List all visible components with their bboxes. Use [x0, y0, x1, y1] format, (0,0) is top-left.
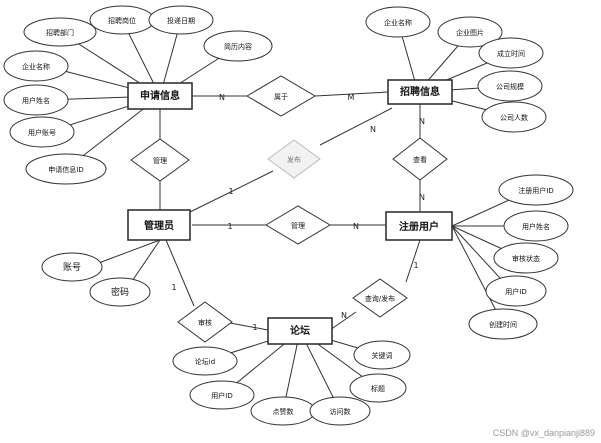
- attribute-label: 简历内容: [224, 42, 252, 51]
- entity-label-admin: 管理员: [144, 219, 174, 232]
- attribute-ellipse: 用户ID: [189, 380, 255, 410]
- relationship-label-post: 查询/发布: [365, 294, 395, 303]
- entity-label-application: 申请信息: [140, 89, 180, 102]
- attribute-ellipse: 用户姓名: [3, 84, 69, 116]
- attribute-label: 用户姓名: [522, 222, 550, 231]
- attribute-ellipse: 公司人数: [481, 101, 547, 133]
- relationship-manage-application: 管理: [130, 138, 190, 182]
- entity-user: 注册用户: [385, 211, 453, 241]
- attribute-ellipse: 招聘岗位: [89, 5, 155, 35]
- cardinality-manage-admin: 1: [227, 222, 232, 231]
- attribute-label: 招聘岗位: [108, 16, 136, 25]
- cardinality-belongs-right: M: [348, 93, 355, 102]
- attribute-ellipse: 审核状态: [493, 242, 559, 274]
- attribute-label: 审核状态: [512, 254, 540, 263]
- attribute-label: 访问数: [330, 407, 351, 416]
- attribute-ellipse: 申请信息ID: [25, 153, 107, 185]
- attribute-ellipse: 创建时间: [468, 308, 538, 340]
- attributes-recruitment: 企业名称 企业图片 成立时间 公司规模 公司人数: [365, 6, 547, 133]
- attribute-ellipse: 投递日期: [148, 5, 214, 35]
- attribute-label: 账号: [63, 262, 81, 273]
- attribute-label: 招聘部门: [46, 28, 74, 37]
- relationship-label-manage-user: 管理: [291, 221, 305, 230]
- attribute-label: 标题: [371, 384, 385, 393]
- relationship-label-manage-application: 管理: [153, 156, 167, 165]
- attribute-ellipse: 成立时间: [478, 37, 544, 69]
- attribute-ellipse: 用户账号: [9, 116, 75, 148]
- attribute-label: 点赞数: [273, 407, 294, 416]
- entity-label-forum: 论坛: [290, 324, 310, 337]
- relationship-post: 查询/发布: [352, 278, 408, 318]
- attribute-label: 论坛id: [195, 357, 215, 366]
- entity-recruitment: 招聘信息: [387, 79, 453, 105]
- attribute-label: 申请信息ID: [48, 165, 83, 174]
- entity-label-user: 注册用户: [399, 220, 439, 233]
- entity-application: 申请信息: [127, 82, 193, 110]
- attribute-ellipse: 论坛id: [172, 346, 238, 376]
- attribute-ellipse: 标题: [349, 373, 407, 403]
- relationship-label-view: 查看: [413, 155, 427, 164]
- attribute-ellipse: 企业名称: [3, 50, 69, 82]
- attribute-label: 用户ID: [505, 287, 526, 296]
- attribute-label: 注册用户ID: [518, 186, 553, 195]
- attribute-label: 企业名称: [22, 62, 50, 71]
- cardinality-view-user: N: [419, 193, 425, 202]
- attribute-ellipse: 注册用户ID: [498, 174, 574, 206]
- attribute-ellipse: 用户姓名: [503, 210, 569, 242]
- attribute-label: 创建时间: [489, 320, 517, 329]
- relationship-label-publish: 发布: [287, 155, 301, 164]
- cardinality-post-user: 1: [413, 261, 418, 270]
- relationship-view: 查看: [392, 137, 448, 181]
- attribute-label: 投递日期: [167, 16, 195, 25]
- attribute-ellipse: 企业图片: [437, 16, 503, 48]
- relationship-review: 审核: [177, 301, 233, 343]
- cardinality-belongs-left: N: [219, 93, 225, 102]
- entity-label-recruitment: 招聘信息: [400, 85, 440, 98]
- entity-admin: 管理员: [127, 209, 191, 241]
- attribute-ellipse: 账号: [41, 252, 103, 282]
- cardinality-view-recruit: N: [419, 117, 425, 126]
- cardinality-post-forum: N: [341, 311, 347, 320]
- relationship-manage-user: 管理: [265, 205, 331, 245]
- cardinality-review-admin: 1: [171, 283, 176, 292]
- attribute-label: 成立时间: [497, 49, 525, 58]
- attributes-user: 注册用户ID 用户姓名 审核状态 用户ID 创建时间: [468, 174, 574, 340]
- relationship-publish: 发布: [267, 139, 321, 179]
- attribute-ellipse: 企业名称: [365, 6, 431, 38]
- attribute-label: 用户账号: [28, 128, 56, 137]
- entity-forum: 论坛: [267, 317, 333, 345]
- cardinality-publish-recruit: N: [370, 125, 376, 134]
- attribute-label: 关键词: [372, 351, 393, 360]
- attribute-label: 用户ID: [211, 391, 232, 400]
- cardinality-publish-admin: 1: [228, 187, 233, 196]
- attribute-label: 公司规模: [496, 82, 524, 91]
- relationship-belongs: 属于: [246, 75, 316, 117]
- attribute-ellipse: 公司规模: [477, 70, 543, 102]
- attribute-label: 企业名称: [384, 18, 412, 27]
- attribute-ellipse: 关键词: [353, 340, 411, 370]
- attribute-ellipse: 用户ID: [485, 275, 547, 307]
- relationship-label-belongs: 属于: [274, 93, 288, 101]
- watermark-text: CSDN @vx_danpianji889: [493, 428, 595, 438]
- cardinality-review-forum: 1: [252, 323, 257, 332]
- attribute-label: 企业图片: [456, 28, 484, 37]
- relationship-label-review: 审核: [198, 318, 212, 327]
- attribute-label: 密码: [111, 286, 129, 298]
- attribute-label: 公司人数: [500, 113, 528, 122]
- attribute-ellipse: 点赞数: [250, 396, 316, 426]
- attributes-application: 招聘部门 招聘岗位 投递日期 简历内容 企业名称 用户姓名 用户账号 申请信息I…: [3, 5, 273, 185]
- attributes-admin: 账号 密码: [41, 252, 151, 307]
- attribute-ellipse: 密码: [89, 277, 151, 307]
- attributes-forum: 论坛id 用户ID 点赞数 访问数 标题 关键词: [172, 340, 411, 426]
- attribute-label: 用户姓名: [22, 96, 50, 105]
- cardinality-manage-user: N: [353, 222, 359, 231]
- cardinality-labels: N M 1 N N N 1 N 1 1 1 N: [171, 93, 425, 332]
- attribute-ellipse: 访问数: [309, 396, 371, 426]
- attribute-ellipse: 招聘部门: [23, 17, 97, 47]
- attribute-ellipse: 简历内容: [203, 30, 273, 62]
